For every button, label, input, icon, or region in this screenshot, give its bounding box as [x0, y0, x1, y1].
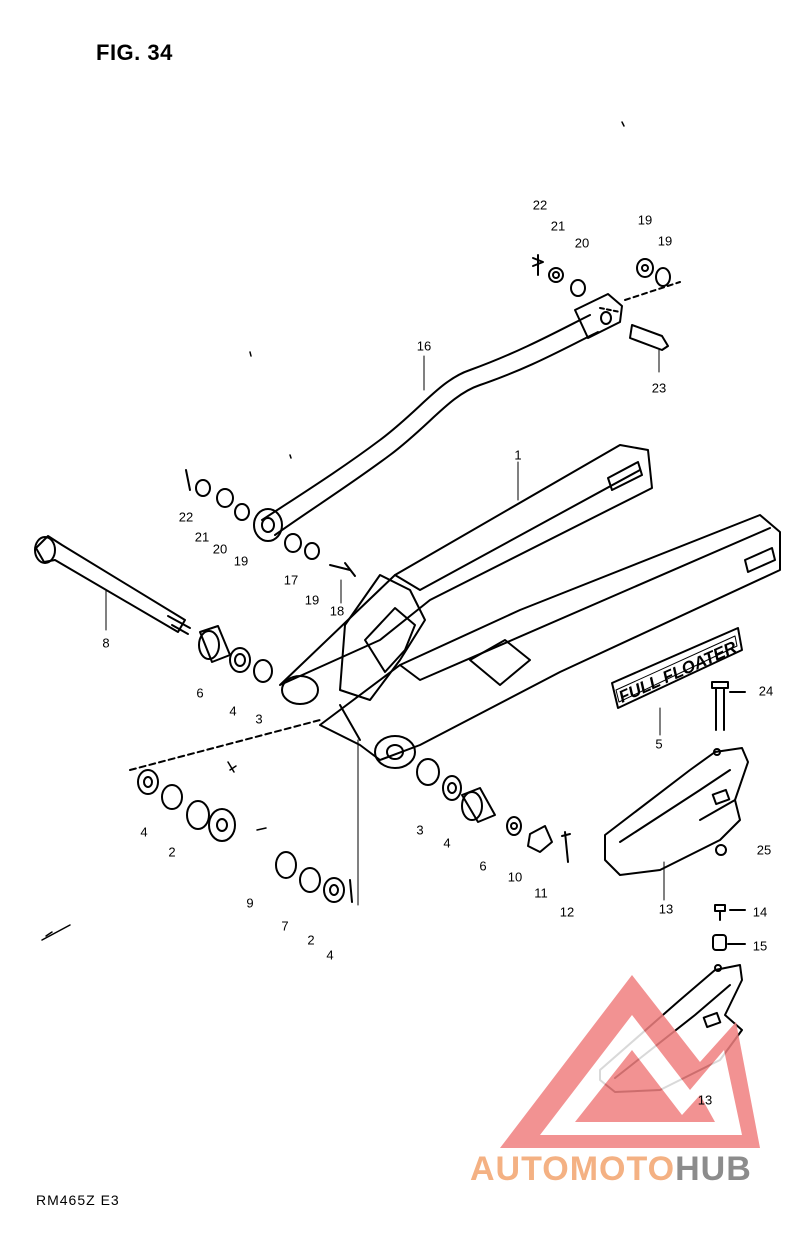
- callout-17: 17: [283, 572, 299, 588]
- callout-4: 4: [140, 824, 148, 840]
- callout-20: 20: [574, 235, 590, 251]
- callout-4: 4: [326, 947, 334, 963]
- callout-16: 16: [416, 338, 432, 354]
- callout-5: 5: [655, 736, 663, 752]
- callout-11: 11: [534, 885, 548, 901]
- watermark-brand: AUTOMOTOHUB: [470, 1150, 752, 1189]
- callout-4: 4: [443, 835, 451, 851]
- right-pivot-parts: [416, 758, 571, 863]
- callout-22: 22: [178, 509, 194, 525]
- badge-label: FULL FLOATER: [616, 637, 740, 706]
- callout-24: 24: [758, 683, 774, 699]
- figure-title: FIG. 34: [96, 40, 173, 65]
- callout-9: 9: [246, 895, 254, 911]
- bolt-24: [711, 681, 746, 731]
- pivot-shaft: [34, 535, 191, 635]
- callout-21: 21: [194, 529, 210, 545]
- watermark-logo: [500, 975, 760, 1148]
- callout-4: 4: [229, 703, 237, 719]
- callout-19: 19: [657, 233, 673, 249]
- brand-part-auto: AUTO: [470, 1150, 570, 1188]
- callout-20: 20: [212, 541, 228, 557]
- callout-13: 13: [658, 901, 674, 917]
- callout-12: 12: [559, 904, 575, 920]
- callout-6: 6: [479, 858, 487, 874]
- callout-2: 2: [168, 844, 176, 860]
- callout-19: 19: [637, 212, 653, 228]
- callout-25: 25: [756, 842, 772, 858]
- brand-part-moto: MOTO: [569, 1150, 676, 1188]
- callout-18: 18: [329, 603, 345, 619]
- callout-19: 19: [304, 592, 320, 608]
- callout-21: 21: [550, 218, 566, 234]
- callout-2: 2: [307, 932, 315, 948]
- callout-3: 3: [416, 822, 424, 838]
- callout-6: 6: [196, 685, 204, 701]
- rod-top-hardware: [532, 254, 681, 351]
- callout-1: 1: [514, 447, 522, 463]
- callout-22: 22: [532, 197, 548, 213]
- left-pivot-parts: [129, 625, 353, 903]
- chain-guide-upper: [604, 747, 749, 876]
- callout-14: 14: [752, 904, 768, 920]
- swing-arm-body: [279, 444, 781, 769]
- callout-7: 7: [281, 918, 289, 934]
- scan-specks: [41, 121, 625, 941]
- callout-23: 23: [651, 380, 667, 396]
- model-code: RM465Z E3: [36, 1192, 120, 1208]
- callout-3: 3: [255, 711, 263, 727]
- callout-10: 10: [507, 869, 523, 885]
- callout-8: 8: [102, 635, 110, 651]
- screw-and-spacer: [712, 904, 746, 951]
- brand-part-hub: HUB: [675, 1150, 752, 1188]
- callout-19: 19: [233, 553, 249, 569]
- full-floater-badge: [611, 627, 743, 709]
- rod-bottom-hardware: [185, 469, 356, 577]
- torque-rod: [253, 293, 623, 542]
- callout-15: 15: [752, 938, 768, 954]
- leader-lines: [105, 349, 665, 906]
- callout-13: 13: [697, 1092, 713, 1108]
